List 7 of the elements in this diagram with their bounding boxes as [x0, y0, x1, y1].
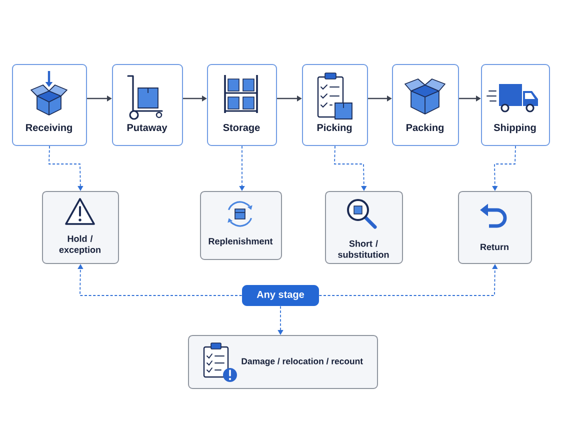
exception-box: Short / substitution — [325, 191, 403, 264]
dashed-arrow — [78, 264, 242, 296]
exception-box: Hold / exception — [42, 191, 119, 264]
exception-box: Replenishment — [200, 191, 282, 260]
pill-label: Any stage — [242, 285, 319, 306]
exception-box: Return — [458, 191, 532, 264]
exception-box: Damage / relocation / recount — [188, 335, 378, 389]
